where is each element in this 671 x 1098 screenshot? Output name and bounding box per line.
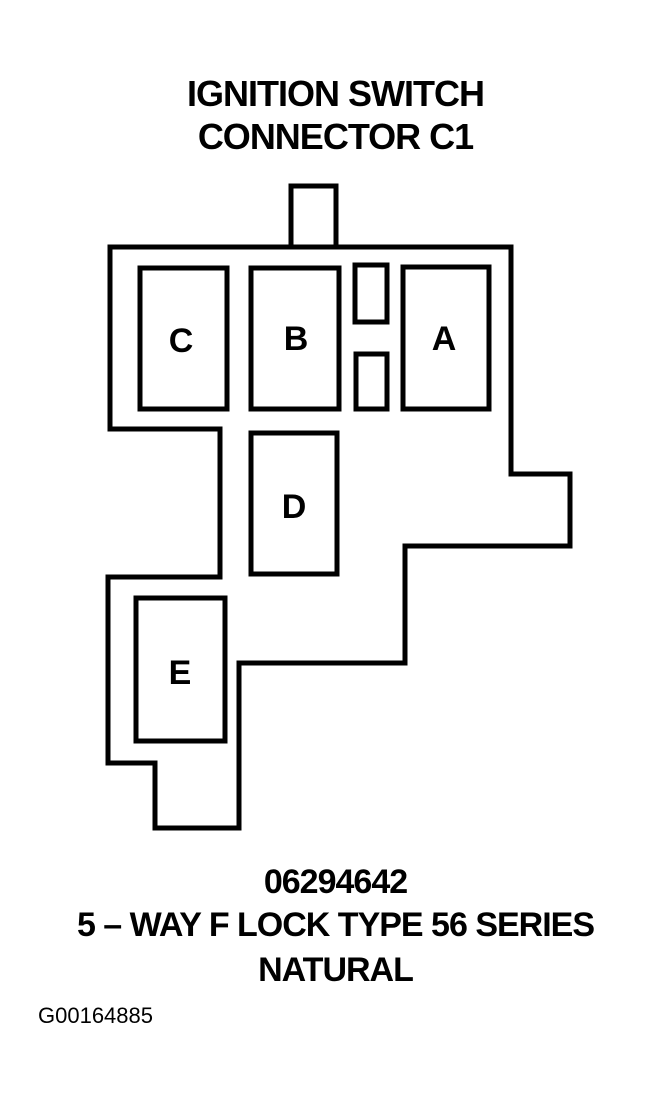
blank-cavity-lower bbox=[353, 351, 390, 412]
part-number: 06294642 bbox=[263, 863, 408, 901]
cavity-b bbox=[248, 265, 342, 412]
diagram-title-line-1: IGNITION SWITCH bbox=[187, 73, 485, 114]
connector-body-outline bbox=[105, 244, 573, 831]
cavity-label-a: A bbox=[432, 320, 457, 358]
diagram-title-line-2: CONNECTOR C1 bbox=[197, 116, 474, 157]
blank-cavity-upper bbox=[352, 262, 390, 325]
cavity-label-e: E bbox=[169, 654, 192, 692]
cavity-label-d: D bbox=[282, 488, 307, 526]
cavity-e bbox=[133, 595, 228, 744]
cavity-c bbox=[137, 265, 230, 412]
cavity-label-b: B bbox=[284, 320, 309, 358]
connector-color: NATURAL bbox=[258, 951, 414, 989]
cavity-label-c: C bbox=[169, 322, 194, 360]
figure-id: G00164885 bbox=[38, 1003, 153, 1028]
connector-lock-tab bbox=[288, 183, 339, 245]
cavity-d bbox=[248, 430, 340, 577]
connector-description: 5 – WAY F LOCK TYPE 56 SERIES bbox=[76, 906, 595, 944]
cavity-a bbox=[400, 264, 492, 412]
